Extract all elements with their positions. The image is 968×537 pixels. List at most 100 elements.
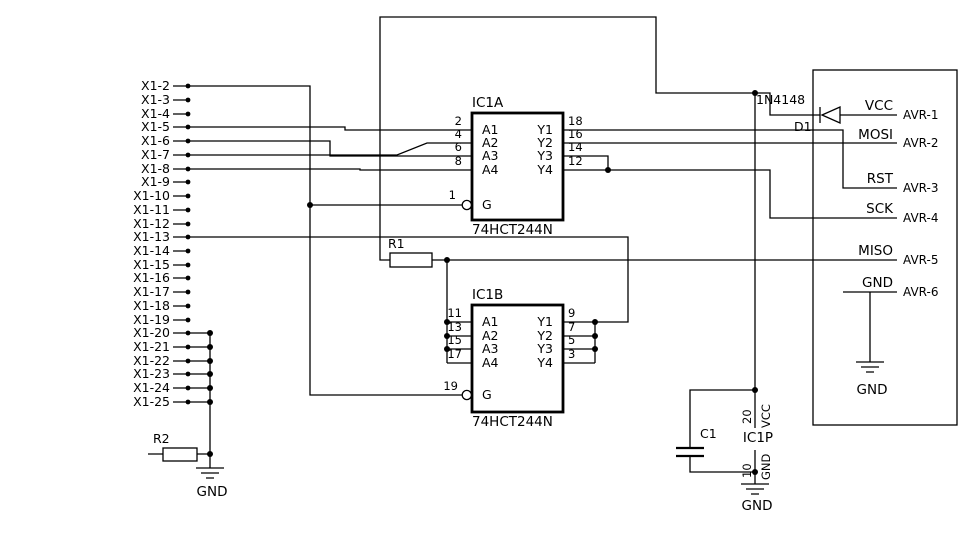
ic1b-input-name: A2: [482, 328, 499, 343]
x1-pin-label: X1-20: [133, 325, 170, 340]
ic1a-box: [470, 111, 565, 222]
x1-pin-label: X1-12: [133, 216, 170, 231]
avr-pin-label: AVR-3: [903, 181, 938, 195]
x1-gnd-stubs: [173, 332, 210, 403]
gnd-label-avr: GND: [857, 382, 888, 398]
avr-pin-label: AVR-2: [903, 136, 938, 150]
ic1a-input-name: A4: [482, 162, 499, 177]
signal-label-mosi: MOSI: [858, 127, 893, 143]
wire-a3: [188, 140, 472, 157]
avr-pin-label: AVR-6: [903, 285, 938, 299]
x1-pin-label: X1-14: [133, 243, 170, 258]
ic1b-output-name: Y1: [536, 314, 553, 329]
ic1b-pin-number: 3: [568, 347, 575, 361]
ic1b-input-name: A3: [482, 341, 499, 356]
ic1a-part: 74HCT244N: [472, 222, 553, 238]
avr-connector-box: [812, 69, 958, 426]
avr-connector: VCC MOSI RST SCK MISO GND AVR-1 AVR-2 AV…: [812, 69, 958, 426]
signal-label-rst: RST: [867, 171, 894, 187]
ic1b-ref: IC1B: [472, 287, 503, 303]
signal-label-miso: MISO: [858, 243, 893, 259]
x1-pin-label: X1-5: [141, 119, 170, 134]
ic1b-enable-name: G: [482, 387, 492, 402]
x1-pin-label: X1-11: [133, 202, 170, 217]
x1-pin-label: X1-19: [133, 312, 170, 327]
signal-label-vcc: VCC: [865, 98, 893, 114]
ic1a-input-name: A2: [482, 135, 499, 150]
x1-pin-label: X1-2: [141, 78, 170, 93]
x1-pin-labels: X1-2 X1-3 X1-4 X1-5 X1-6 X1-7 X1-8 X1-9 …: [133, 78, 170, 409]
diode-d1: 1N4148 D1: [756, 92, 841, 134]
ic1a-pin-number: 1: [449, 188, 456, 202]
ic1a-pin-number: 2: [455, 114, 462, 128]
x1-pin-label: X1-25: [133, 394, 170, 409]
ic1b-pin-number: 13: [447, 320, 462, 334]
wire-rst: [563, 129, 897, 189]
wire-a2: [188, 142, 472, 156]
ic1a-output-name: Y4: [536, 162, 553, 177]
x1-pin-stubs: [173, 85, 188, 321]
avr-pin-label: AVR-5: [903, 253, 938, 267]
ic1a-ref: IC1A: [472, 95, 504, 111]
x1-pin-label: X1-23: [133, 366, 170, 381]
x1-pin-pads: [185, 83, 191, 405]
x1-pin-label: X1-4: [141, 106, 170, 121]
wire-ic1b-input-bus: [446, 260, 472, 364]
ic1b-output-name: Y3: [536, 341, 553, 356]
x1-pin-label: X1-21: [133, 339, 170, 354]
x1-pin-label: X1-17: [133, 284, 170, 299]
x1-pin-label: X1-8: [141, 161, 170, 176]
gnd-label-left: GND: [197, 484, 228, 500]
wire-ic1b-output-bus: [563, 322, 596, 364]
ic1b-pin-number: 5: [568, 333, 575, 347]
signal-label-sck: SCK: [866, 201, 894, 217]
x1-pin-label: X1-24: [133, 380, 170, 395]
avr-pin-label: AVR-4: [903, 211, 938, 225]
ic1p-gnd-pin-number: 10: [740, 463, 754, 478]
x1-pin-label: X1-3: [141, 92, 170, 107]
ic1b-pin-number: 11: [447, 306, 462, 320]
wire-y3: [563, 155, 609, 170]
ic1a-pin-number: 6: [455, 140, 462, 154]
ic1b-pin-number: 9: [568, 306, 575, 320]
c1-plates: [676, 446, 704, 458]
ic1b-pin-number: 19: [443, 379, 458, 393]
ic1b-output-name: Y2: [536, 328, 553, 343]
ic1b-part: 74HCT244N: [472, 414, 553, 430]
resistor-r2-label: R2: [153, 431, 170, 446]
x1-pin-label: X1-13: [133, 229, 170, 244]
x1-pin-label: X1-15: [133, 257, 170, 272]
ic1b-pin-number: 17: [447, 347, 462, 361]
ic1a-pin-number: 8: [455, 154, 462, 168]
wire-enable-bus: [188, 85, 462, 396]
ic1a-input-name: A3: [482, 148, 499, 163]
x1-pin-label: X1-16: [133, 270, 170, 285]
x1-pin-label: X1-6: [141, 133, 170, 148]
ic1a: IC1A 74HCT244N 2 4 6 8 A1 A2 A3 A4 18 16…: [449, 95, 583, 238]
junction-dots: [207, 90, 758, 475]
ic1a-enable-name: G: [482, 197, 492, 212]
ic1p-vcc-pin-number: 20: [740, 409, 754, 424]
ic1a-pin-number: 16: [568, 127, 583, 141]
x1-pin-label: X1-7: [141, 147, 170, 162]
c1-net-wires: [689, 389, 755, 473]
diode-triangle: [820, 105, 841, 125]
wire-vcc-rail: [379, 16, 897, 261]
ic1b-box: [470, 303, 565, 414]
resistor-r1: R1: [388, 236, 433, 268]
ic1a-output-name: Y1: [536, 122, 553, 137]
ic1a-output-name: Y2: [536, 135, 553, 150]
ic1a-pin-number: 18: [568, 114, 583, 128]
gnd-symbol-left: [196, 467, 224, 479]
c1-label: C1: [700, 426, 717, 441]
x1-pin-label: X1-22: [133, 353, 170, 368]
x1-pin-label: X1-9: [141, 174, 170, 189]
x1-pin-label: X1-10: [133, 188, 170, 203]
avr-pin-label: AVR-1: [903, 108, 938, 122]
diode-ref-label: D1: [794, 119, 812, 134]
ic1b: IC1B 74HCT244N 11 13 15 17 A1 A2 A3 A4 9…: [443, 287, 575, 430]
ic1a-input-name: A1: [482, 122, 499, 137]
resistor-r1-label: R1: [388, 236, 405, 251]
